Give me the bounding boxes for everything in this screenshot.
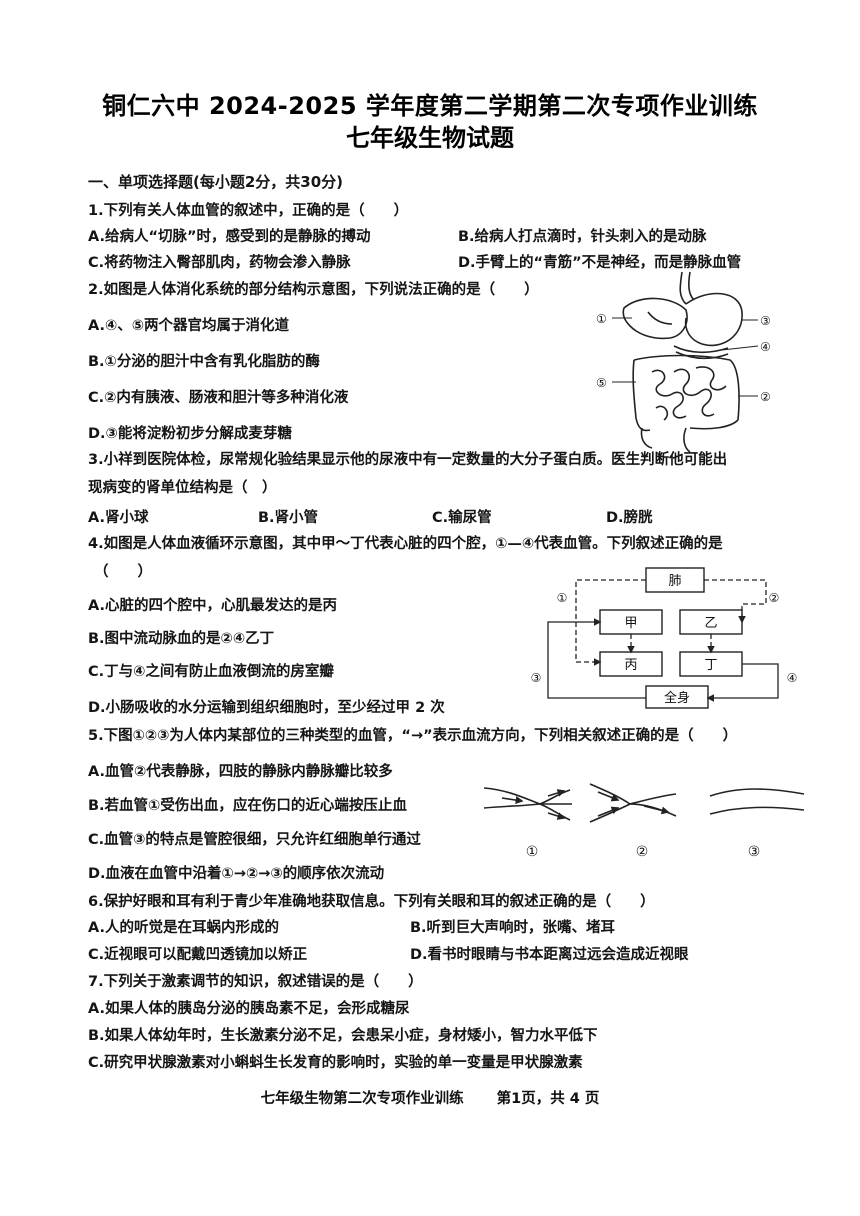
question-6-option-b: B.听到巨大声响时，张嘴、堵耳 xyxy=(410,920,616,936)
body-label: 全身 xyxy=(664,690,690,706)
page-footer: 七年级生物第二次专项作业训练 第1页，共 4 页 xyxy=(0,1087,860,1108)
question-2-option-d: D.③能将淀粉初步分解成麦芽糖 xyxy=(88,426,292,442)
question-2-stem: 2.如图是人体消化系统的部分结构示意图，下列说法正确的是（ ） xyxy=(88,282,539,298)
question-7-option-b: B.如果人体幼年时，生长激素分泌不足，会患呆小症，身材矮小，智力水平低下 xyxy=(88,1028,598,1044)
question-4-option-c: C.丁与④之间有防止血液倒流的房室瓣 xyxy=(88,664,334,680)
digestive-label-5: ⑤ xyxy=(596,376,607,390)
digestive-label-2: ② xyxy=(760,390,771,404)
vessel-label-4: ④ xyxy=(787,671,798,685)
question-3-option-d: D.膀胱 xyxy=(606,510,653,526)
question-1-option-a: A.给病人“切脉”时，感受到的是静脉的搏动 xyxy=(88,229,371,245)
question-4-option-a: A.心脏的四个腔中，心肌最发达的是丙 xyxy=(88,598,337,614)
chamber-jia-label: 甲 xyxy=(624,616,637,631)
question-1-option-c: C.将药物注入臀部肌肉，药物会渗入静脉 xyxy=(88,255,351,271)
question-7-option-a: A.如果人体的胰岛分泌的胰岛素不足，会形成糖尿 xyxy=(88,1001,410,1017)
question-6-option-c: C.近视眼可以配戴凹透镜加以矫正 xyxy=(88,947,308,963)
question-1-stem: 1.下列有关人体血管的叙述中，正确的是（ ） xyxy=(88,203,409,219)
digestive-system-diagram: ① ② ③ ④ ⑤ xyxy=(596,271,771,453)
question-5-option-c: C.血管③的特点是管腔很细，只允许红细胞单行通过 xyxy=(88,832,421,848)
question-2-option-a: A.④、⑤两个器官均属于消化道 xyxy=(88,318,290,334)
digestive-label-4: ④ xyxy=(760,340,771,354)
vessel-label-1: ① xyxy=(557,591,568,605)
question-3-option-b: B.肾小管 xyxy=(258,510,319,526)
question-7-option-c: C.研究甲状腺激素对小蝌蚪生长发育的影响时，实验的单一变量是甲状腺激素 xyxy=(88,1055,583,1071)
vessel-label-2: ② xyxy=(769,591,780,605)
question-5-option-a: A.血管②代表静脉，四肢的静脉内静脉瓣比较多 xyxy=(88,764,393,780)
question-4-stem-line1: 4.如图是人体血液循环示意图，其中甲～丁代表心脏的四个腔，①—④代表血管。下列叙… xyxy=(88,536,723,552)
lung-label: 肺 xyxy=(668,574,681,589)
question-4-option-d: D.小肠吸收的水分运输到组织细胞时，至少经过甲 2 次 xyxy=(88,700,445,716)
vessel-label-3: ③ xyxy=(531,671,542,685)
question-4-stem-line2: （ ） xyxy=(94,564,152,580)
chamber-bing-label: 丙 xyxy=(624,658,637,673)
vessel-type-label-3: ③ xyxy=(748,844,761,860)
question-6-option-d: D.看书时眼睛与书本距离过远会造成近视眼 xyxy=(410,947,689,963)
question-5-stem: 5.下图①②③为人体内某部位的三种类型的血管，“→”表示血流方向，下列相关叙述正… xyxy=(88,728,738,744)
question-3-option-c: C.输尿管 xyxy=(432,510,492,526)
exam-title: 铜仁六中 2024-2025 学年度第二学期第二次专项作业训练 xyxy=(102,92,758,120)
vessel-type-label-2: ② xyxy=(636,844,649,860)
digestive-label-3: ③ xyxy=(760,314,771,328)
vessel-type-label-1: ① xyxy=(526,844,539,860)
chamber-ding-label: 丁 xyxy=(704,658,717,673)
question-6-option-a: A.人的听觉是在耳蜗内形成的 xyxy=(88,920,279,936)
question-6-stem: 6.保护好眼和耳有利于青少年准确地获取信息。下列有关眼和耳的叙述正确的是（ ） xyxy=(88,894,655,910)
blood-vessels-diagram: ① ② ③ xyxy=(483,783,805,860)
question-2-option-b: B.①分泌的胆汁中含有乳化脂肪的酶 xyxy=(88,354,320,370)
question-3-stem-line1: 3.小祥到医院体检，尿常规化验结果显示他的尿液中有一定数量的大分子蛋白质。医生判… xyxy=(88,452,728,468)
blood-circulation-diagram: 肺 甲 乙 丙 丁 全身 ① ② ③ ④ xyxy=(531,567,798,709)
question-7-stem: 7.下列关于激素调节的知识，叙述错误的是（ ） xyxy=(88,974,423,990)
question-4-option-b: B.图中流动脉血的是②④乙丁 xyxy=(88,631,275,647)
question-1-option-b: B.给病人打点滴时，针头刺入的是动脉 xyxy=(458,229,707,245)
footer-title: 七年级生物第二次专项作业训练 xyxy=(260,1091,464,1107)
section-heading: 一、单项选择题(每小题2分，共30分) xyxy=(88,173,344,191)
question-5-option-d: D.血液在血管中沿着①→②→③的顺序依次流动 xyxy=(88,866,385,882)
exam-subtitle: 七年级生物试题 xyxy=(346,124,514,152)
digestive-label-1: ① xyxy=(596,312,607,326)
footer-page-number: 第1页，共 4 页 xyxy=(496,1091,600,1107)
chamber-yi-label: 乙 xyxy=(704,616,717,631)
question-3-stem-line2: 现病变的肾单位结构是（ ） xyxy=(88,480,277,496)
question-5-option-b: B.若血管①受伤出血，应在伤口的近心端按压止血 xyxy=(88,798,407,814)
question-3-option-a: A.肾小球 xyxy=(88,510,149,526)
question-2-option-c: C.②内有胰液、肠液和胆汁等多种消化液 xyxy=(88,390,349,406)
question-1-option-d: D.手臂上的“青筋”不是神经，而是静脉血管 xyxy=(458,255,742,271)
